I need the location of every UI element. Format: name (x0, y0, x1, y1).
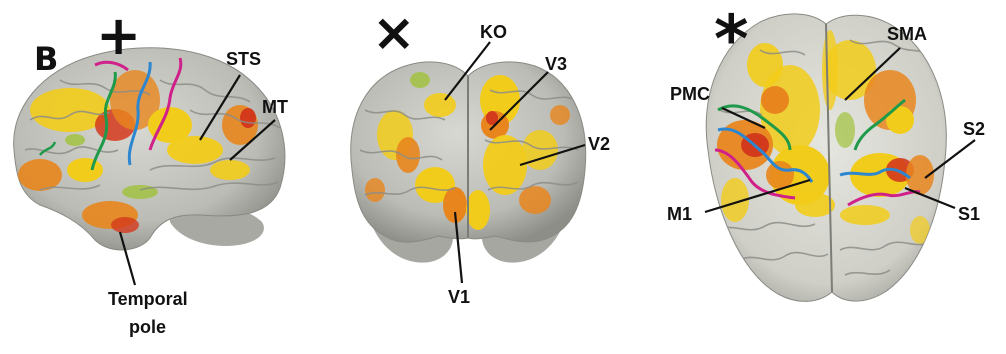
label-s2: S2 (963, 119, 985, 139)
label-mt: MT (262, 97, 288, 117)
label-s1: S1 (958, 204, 980, 224)
label-temporal-pole-line1: Temporal (108, 289, 188, 309)
label-v2: V2 (588, 134, 610, 154)
label-v1: V1 (448, 287, 470, 307)
label-temporal-pole-line2: pole (129, 317, 166, 337)
label-m1: M1 (667, 204, 692, 224)
label-sts: STS (226, 49, 261, 69)
asterisk-marker: * (714, 1, 749, 78)
posterior-brain-view (351, 42, 586, 283)
panel-letter: B (34, 40, 58, 78)
label-ko: KO (480, 22, 507, 42)
label-v3: V3 (545, 54, 567, 74)
lateral-brain-view (14, 48, 285, 285)
label-pmc: PMC (670, 84, 710, 104)
plus-marker: + (96, 4, 141, 67)
label-sma: SMA (887, 24, 927, 44)
cross-marker: × (372, 3, 416, 63)
